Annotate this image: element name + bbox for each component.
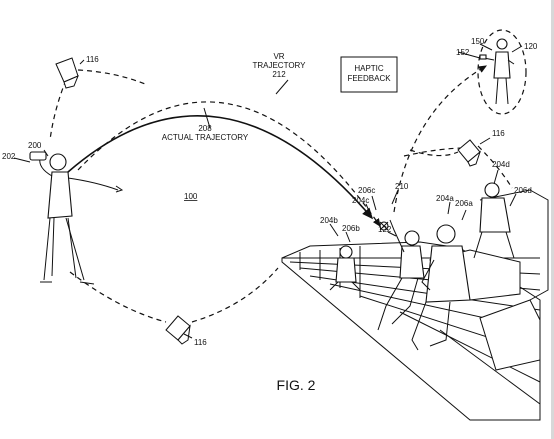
label-120: 120: [524, 42, 538, 51]
label-204c: 204c: [352, 196, 369, 205]
label-haptic: HAPTIC: [354, 64, 384, 73]
thrower-figure: [29, 151, 124, 285]
leader-lines: [13, 43, 523, 339]
label-206b: 206b: [342, 224, 360, 233]
label-208: 208: [198, 124, 212, 133]
spectator-204b: [329, 245, 361, 291]
haptic-arrow-path: [393, 65, 488, 213]
label-204b: 204b: [320, 216, 338, 225]
label-202: 202: [2, 152, 16, 161]
label-204a: 204a: [436, 194, 454, 203]
label-sensor-116-top: 116: [86, 55, 99, 64]
actual-trajectory-path: [67, 115, 374, 220]
label-204d: 204d: [492, 160, 510, 169]
haptic-feedback-box: [340, 56, 398, 93]
label-212: 212: [272, 70, 286, 79]
sensor-right-icon: [457, 139, 482, 167]
label-sensor-116-bottom: 116: [194, 338, 207, 347]
sensor-bottom-icon: [165, 315, 191, 345]
vr-user-figure: [477, 29, 527, 115]
labels: 116 VR TRAJECTORY 212 HAPTIC FEEDBACK 20…: [2, 37, 538, 393]
label-feedback: FEEDBACK: [347, 74, 391, 83]
label-actual-trajectory: ACTUAL TRAJECTORY: [162, 133, 249, 142]
label-100: 100: [184, 192, 198, 201]
label-206a: 206a: [455, 199, 473, 208]
vr-trajectory-path: [77, 101, 381, 227]
spectator-204d: [473, 182, 515, 259]
figure-caption: FIG. 2: [277, 377, 316, 393]
label-206d: 206d: [514, 186, 532, 195]
label-152: 152: [456, 48, 470, 57]
virtual-object-icon: [379, 221, 389, 231]
label-200: 200: [28, 141, 42, 150]
label-150: 150: [471, 37, 485, 46]
spectator-204c: [377, 219, 425, 331]
label-122: 122: [378, 225, 392, 234]
label-210: 210: [395, 182, 409, 191]
label-vr: VR: [273, 52, 284, 61]
label-sensor-116-right: 116: [492, 129, 505, 138]
label-trajectory: TRAJECTORY: [252, 61, 306, 70]
sensor-field-dashes: [49, 69, 513, 323]
label-206c: 206c: [358, 186, 375, 195]
spectator-204a: [411, 224, 471, 351]
sensor-top-left-icon: [55, 57, 79, 89]
